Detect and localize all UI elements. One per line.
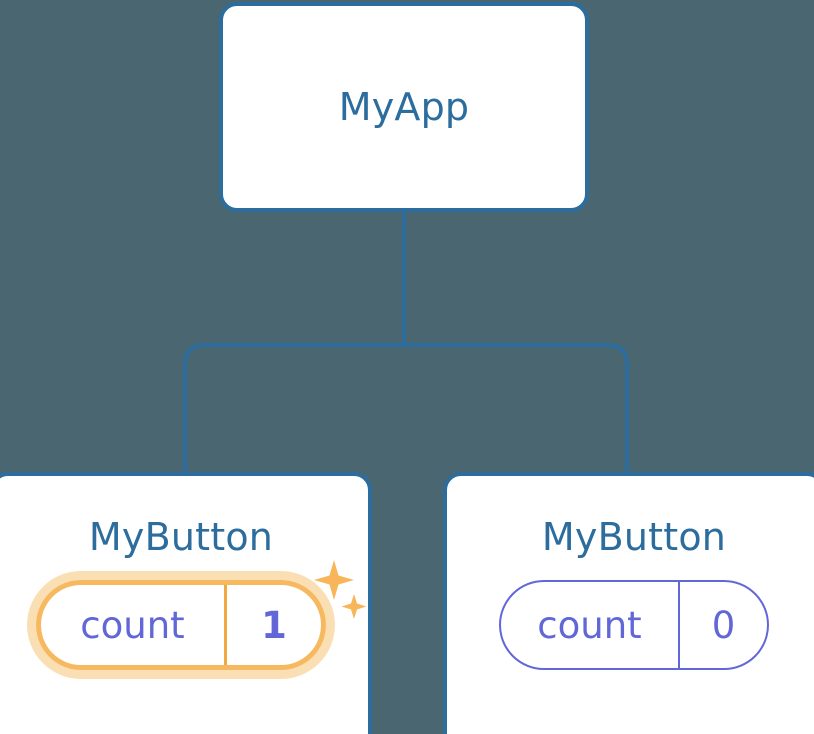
state-value-right: 0	[711, 603, 736, 647]
highlight-glow	[27, 571, 335, 679]
sparkles-icon	[310, 558, 368, 622]
node-mybutton-left[interactable]: MyButton count 1	[0, 472, 372, 734]
state-key-right: count	[501, 582, 680, 668]
state-pill-left-wrapper: count 1	[27, 560, 367, 679]
edge-branch-bar	[183, 343, 629, 472]
node-mybutton-right[interactable]: MyButton count 0	[443, 472, 814, 734]
state-pill-left[interactable]: count 1	[36, 580, 326, 670]
node-myapp-title: MyApp	[338, 85, 470, 129]
node-myapp[interactable]: MyApp	[219, 2, 589, 212]
node-mybutton-right-title: MyButton	[541, 515, 727, 559]
state-pill-right[interactable]: count 0	[499, 580, 769, 670]
state-key-left: count	[41, 585, 227, 665]
state-value-left: 1	[261, 603, 287, 647]
node-mybutton-left-title: MyButton	[88, 515, 274, 559]
state-pill-right-wrapper: count 0	[499, 580, 769, 670]
